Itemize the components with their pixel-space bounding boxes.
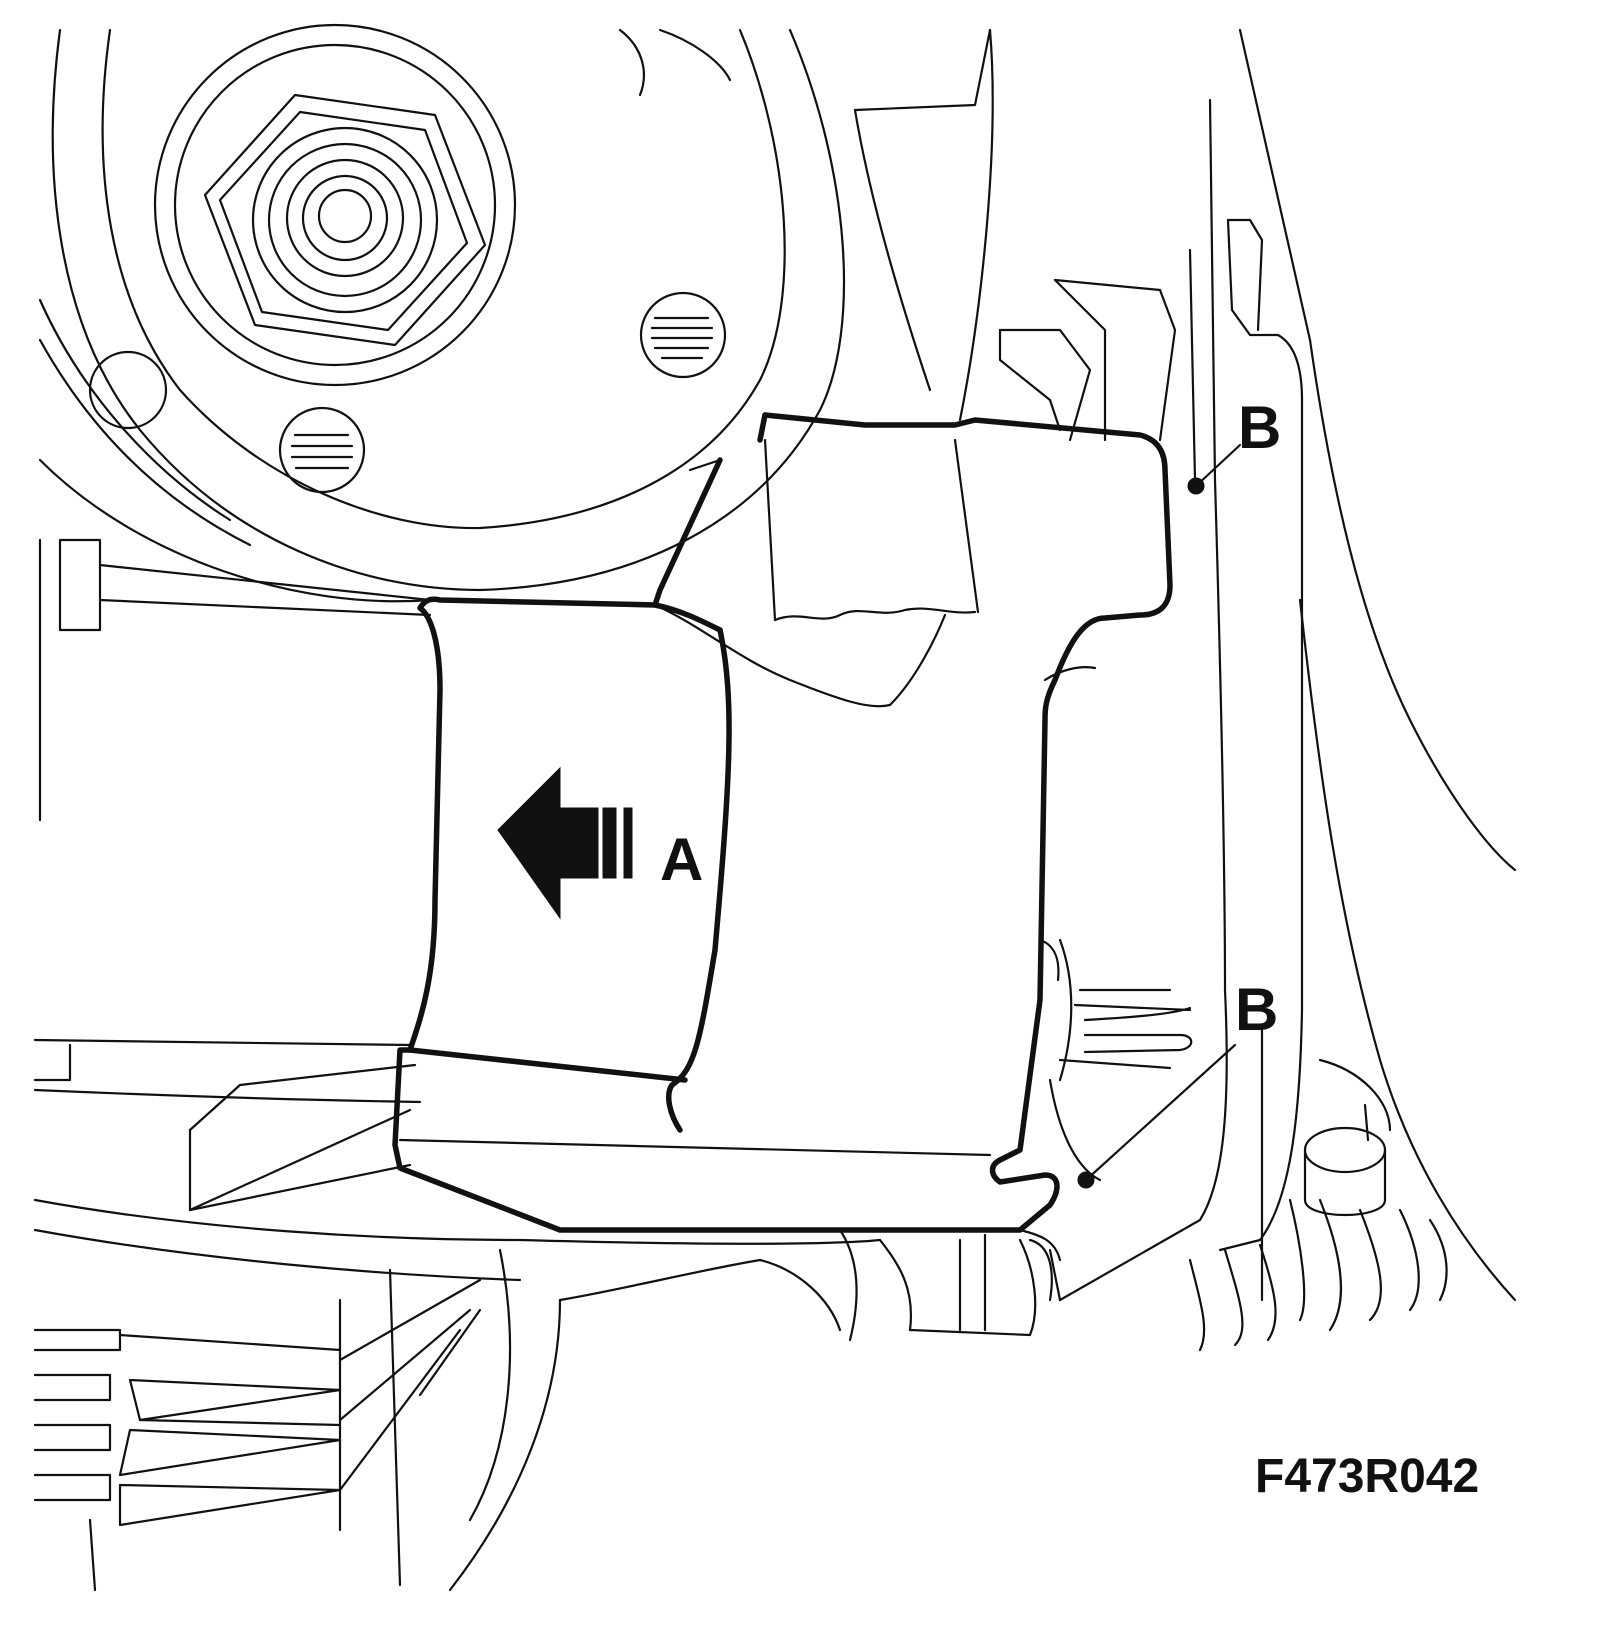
housing-upper	[853, 28, 1177, 442]
clip-detail	[1048, 938, 1193, 1182]
grille-fins	[33, 1198, 882, 1592]
wedge-block	[188, 1063, 417, 1212]
direction-arrow-icon	[497, 766, 633, 920]
callout-b-upper-leader	[1187, 443, 1242, 495]
hex-nut	[203, 93, 487, 347]
callout-b-lower-leader	[1077, 1043, 1237, 1189]
pulley-hub	[38, 23, 846, 603]
bolt-hole-right	[639, 291, 727, 379]
callout-a-label: A	[660, 826, 703, 893]
lower-tube	[878, 1233, 1053, 1337]
bolt-hole-left	[278, 406, 366, 494]
figure-code: F473R042	[1255, 1450, 1479, 1503]
bracket-outline	[392, 412, 1173, 1233]
frame-rails	[1058, 28, 1517, 1302]
callout-b-upper-label: B	[1238, 394, 1281, 461]
lower-right-bolt	[1048, 1058, 1448, 1352]
shaft-body	[33, 538, 432, 1104]
bracket	[392, 412, 1173, 1262]
callout-b-lower-label: B	[1235, 976, 1278, 1043]
